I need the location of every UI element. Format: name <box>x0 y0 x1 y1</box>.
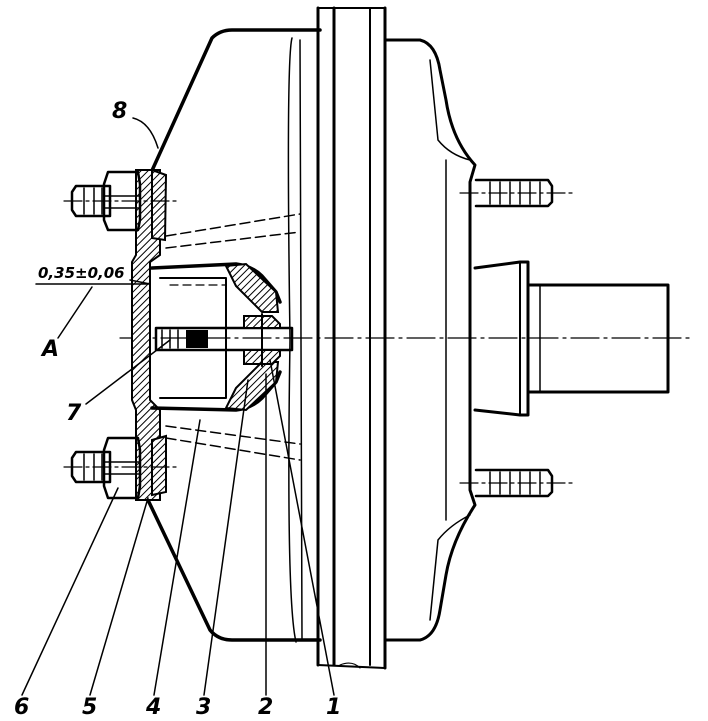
callout-7: 7 <box>66 401 82 426</box>
callout-2: 2 <box>258 695 273 720</box>
rear-stud-upper <box>459 178 573 208</box>
front-stud-lower <box>63 436 181 500</box>
housing-flange <box>316 6 387 670</box>
gap-dimension: 0,35±0,06 A <box>35 264 151 362</box>
front-stud-upper <box>63 170 181 232</box>
callout-3: 3 <box>196 695 211 720</box>
rear-housing-shell <box>383 38 477 642</box>
callout-8: 8 <box>112 99 127 124</box>
section-label-a: A <box>40 337 59 362</box>
seal-ring <box>243 313 281 367</box>
rear-hub <box>473 260 670 417</box>
front-wall-plate <box>131 168 168 501</box>
hidden-lines <box>165 213 301 461</box>
callout-4: 4 <box>145 695 161 720</box>
callout-6: 6 <box>14 695 29 720</box>
callout-5: 5 <box>82 695 97 720</box>
rear-stud-lower <box>459 468 573 498</box>
push-rod <box>154 326 294 352</box>
leader-lines <box>21 117 335 696</box>
cup-housing <box>150 262 282 412</box>
dimension-value: 0,35±0,06 <box>38 264 125 282</box>
callout-1: 1 <box>326 695 341 720</box>
front-housing-shell <box>146 28 322 643</box>
